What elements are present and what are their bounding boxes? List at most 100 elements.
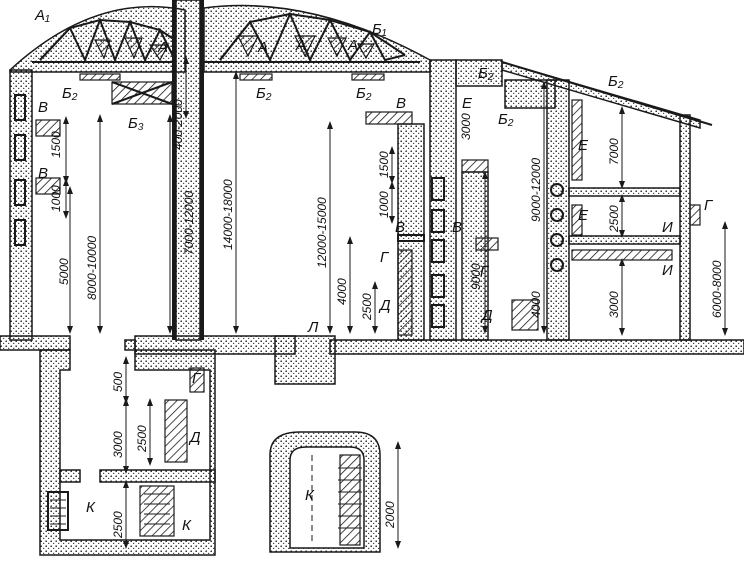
dim-2500-basement: 2500	[135, 425, 149, 453]
window-2	[14, 134, 26, 161]
right-section	[455, 59, 728, 341]
basement-console-g	[189, 367, 205, 393]
label-e3: Е	[578, 207, 589, 224]
floor-level-1	[568, 235, 681, 245]
label-b1: Б₁	[372, 21, 387, 38]
console-v-upper	[35, 119, 61, 137]
crane-rail-b2-center-left	[239, 73, 273, 81]
label-b2-center1: Б₂	[256, 85, 272, 102]
crane-rail-b2-center-right	[351, 73, 385, 81]
right-outer-column	[679, 114, 691, 341]
left-truss	[39, 17, 176, 63]
floor-slab-right	[329, 339, 744, 355]
label-l: Л	[307, 319, 319, 336]
dim-9000: 9000	[469, 263, 483, 290]
label-b2-roof: Б₂	[608, 73, 624, 90]
dim-400-2000: 400-2000	[171, 99, 185, 150]
label-d1: Д	[378, 297, 391, 314]
window-3	[14, 179, 26, 206]
label-g4: Г	[192, 370, 202, 387]
window-4	[14, 219, 26, 246]
floor-level-2	[568, 187, 681, 197]
dim-1500-left: 1500	[49, 131, 63, 158]
label-e1: Е	[462, 95, 473, 112]
label-v2: В	[38, 165, 48, 182]
letter-labels: А₁ Б₁ А А А А Б₂ Б₃ Б₂ Б₂ Б₂ Б₂ Б₂ В В В…	[34, 7, 714, 534]
dim-1000-center: 1000	[377, 191, 391, 218]
label-k1: К	[86, 499, 96, 516]
console-d-right	[511, 299, 539, 331]
dim-2000-tunnel: 2000	[383, 501, 397, 529]
label-b3: Б₃	[128, 115, 144, 132]
label-v4: В	[395, 219, 405, 236]
middle-column-left-edge	[172, 0, 176, 340]
foundation-block-l	[274, 335, 336, 385]
console-i-lower	[571, 249, 673, 261]
dim-3000-basement: 3000	[111, 431, 125, 458]
basement-console-d	[164, 399, 188, 463]
console-v-center	[365, 111, 413, 125]
console-g-right	[475, 237, 499, 251]
dim-9000-12000: 9000-12000	[529, 158, 543, 222]
console-v-lower	[35, 177, 61, 195]
dim-500: 500	[111, 372, 125, 392]
dim-5000: 5000	[57, 258, 71, 285]
basement-walls	[39, 339, 216, 556]
label-g2: Г	[480, 263, 490, 280]
basement-cable-rack-left	[47, 491, 69, 531]
console-e-upper	[571, 99, 583, 181]
console-g-outer	[689, 204, 701, 226]
label-b2-right1: Б₂	[478, 65, 494, 82]
label-g1: Г	[380, 249, 390, 266]
dim-1000-left: 1000	[49, 185, 63, 212]
console-d-center	[397, 249, 413, 336]
label-a-center3: А	[347, 37, 358, 54]
ground-lines	[0, 335, 744, 385]
console-g-center	[397, 234, 425, 242]
center-hall	[203, 4, 457, 341]
right-top-slab	[455, 59, 503, 87]
cable-tunnel	[269, 431, 401, 553]
label-k3: К	[305, 487, 315, 504]
label-b2-right2: Б₂	[498, 111, 514, 128]
tunnel-cable-rack	[338, 454, 362, 546]
label-b2-left: Б₂	[62, 85, 78, 102]
label-i1: И	[662, 219, 673, 236]
dim-3000-right: 3000	[607, 291, 621, 318]
label-a-left: А	[157, 39, 168, 56]
label-g3: Г	[704, 197, 714, 214]
dim-2500-basement-lower: 2500	[111, 511, 125, 539]
sloped-roof	[501, 60, 701, 130]
crane-rail-b2-left	[79, 73, 121, 81]
label-e2: Е	[578, 137, 589, 154]
center-truss	[219, 11, 406, 63]
label-a-center1: А	[257, 39, 268, 56]
dim-4000-center: 4000	[335, 278, 349, 305]
console-e-mid	[461, 159, 489, 173]
label-v1: В	[38, 99, 48, 116]
dim-4000-right: 4000	[529, 291, 543, 318]
basement-floor-left	[59, 469, 81, 483]
dim-3000-upper: 3000	[459, 113, 473, 140]
left-hall	[9, 0, 204, 341]
dim-7000-12000: 7000-12000	[182, 191, 196, 255]
dim-6000-8000: 6000-8000	[710, 260, 724, 318]
basement	[39, 339, 216, 556]
label-b2-center2: Б₂	[356, 85, 372, 102]
dim-14000-18000: 14000-18000	[221, 179, 235, 250]
middle-column-right-edge	[200, 0, 204, 340]
basement-cable-rack-center	[139, 485, 175, 537]
dim-8000-10000: 8000-10000	[85, 236, 99, 300]
basement-floor-slab	[99, 469, 216, 483]
dimension-labels: 1500 1000 5000 8000-10000 400-2000 7000-…	[49, 99, 724, 539]
dim-1500-center: 1500	[377, 151, 391, 178]
label-v5: В	[452, 219, 462, 236]
middle-column	[175, 0, 201, 341]
label-i2: И	[662, 262, 673, 279]
label-k2: К	[182, 517, 192, 534]
label-a1: А₁	[34, 7, 50, 24]
dim-2500-center: 2500	[360, 293, 374, 321]
console-e-lower	[571, 204, 583, 236]
label-d2: Д	[480, 307, 493, 324]
